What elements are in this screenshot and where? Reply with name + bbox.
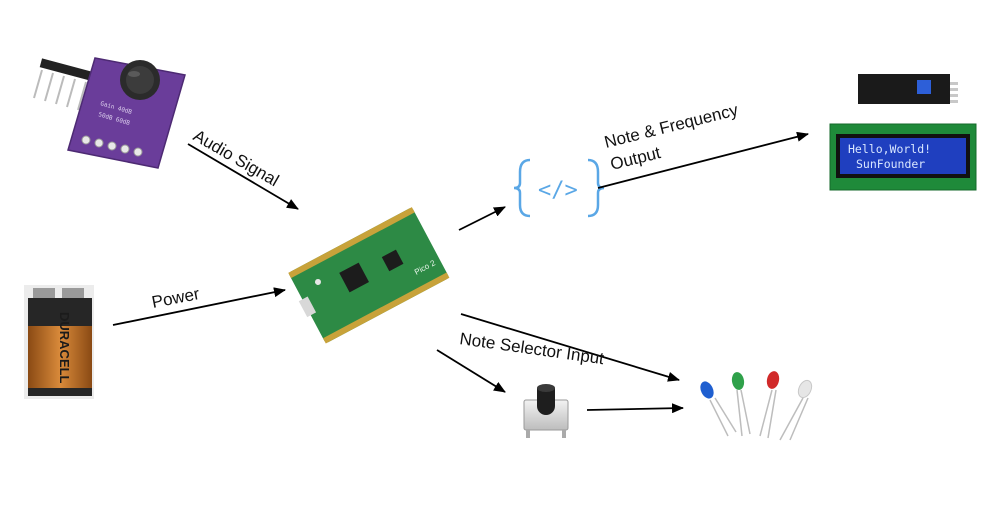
lcd-display: Hello,World! SunFounder bbox=[829, 123, 977, 191]
label-audio-signal: Audio Signal bbox=[190, 126, 282, 190]
push-button bbox=[523, 384, 569, 438]
code-glyph: </> bbox=[538, 178, 578, 203]
i2c-backpack bbox=[858, 74, 958, 104]
led-green bbox=[731, 372, 751, 437]
microphone-module: Gain 40dB 50dB 60dB bbox=[33, 57, 186, 169]
arrow-pico-to-code bbox=[458, 206, 506, 231]
label-note-output-line1: Note & Frequency bbox=[602, 100, 740, 152]
arrow-battery-to-pico bbox=[112, 287, 286, 326]
rp-chip bbox=[339, 262, 369, 293]
arrow-pico-to-leds bbox=[460, 313, 680, 382]
arrow-code-to-lcd bbox=[597, 131, 809, 189]
led-blue bbox=[700, 381, 737, 437]
leds bbox=[700, 371, 813, 441]
arrow-pico-to-button bbox=[436, 349, 506, 393]
lcd-line-1: Hello,World! bbox=[848, 142, 931, 156]
arrows bbox=[112, 131, 809, 414]
led-red bbox=[759, 371, 780, 439]
code-icon: </> bbox=[513, 158, 605, 218]
usb-port bbox=[298, 296, 317, 318]
lcd-line-2: SunFounder bbox=[856, 157, 925, 171]
microphone-capsule-icon bbox=[120, 60, 160, 100]
pico-board: Pico 2 bbox=[288, 207, 450, 344]
arrow-mic-to-pico bbox=[187, 143, 299, 210]
led-white bbox=[779, 379, 813, 441]
battery-9v: DURACELL bbox=[24, 285, 94, 399]
battery-brand: DURACELL bbox=[57, 312, 72, 384]
header-pins bbox=[33, 58, 101, 111]
arrow-button-to-leds bbox=[586, 403, 684, 414]
